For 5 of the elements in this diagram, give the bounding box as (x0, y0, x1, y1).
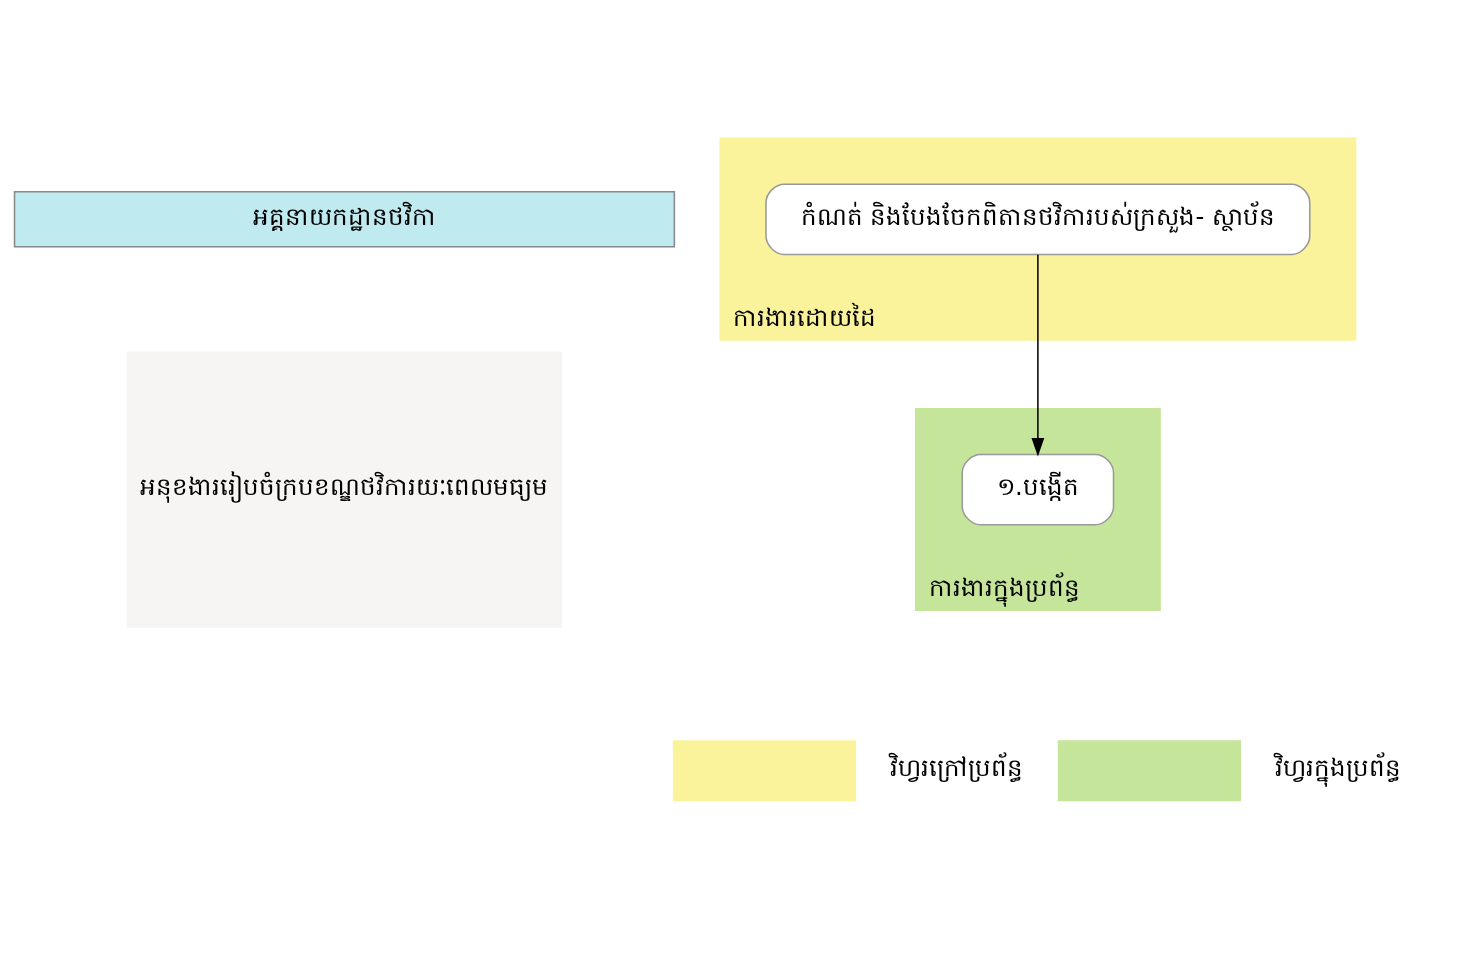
node-box: កំណត់ និងបែងចែកពិតានថវិការបស់ក្រសួង- ស្ថាប័ន (765, 183, 1311, 256)
legend-label: វិហ្វរក្រៅប្រព័ន្ធ (889, 753, 1023, 783)
arrow (1031, 253, 1045, 457)
node-box: ១.បង្កើត (961, 453, 1115, 526)
node-box: អគ្គនាយកដ្ឋានថវិកា (13, 191, 676, 248)
